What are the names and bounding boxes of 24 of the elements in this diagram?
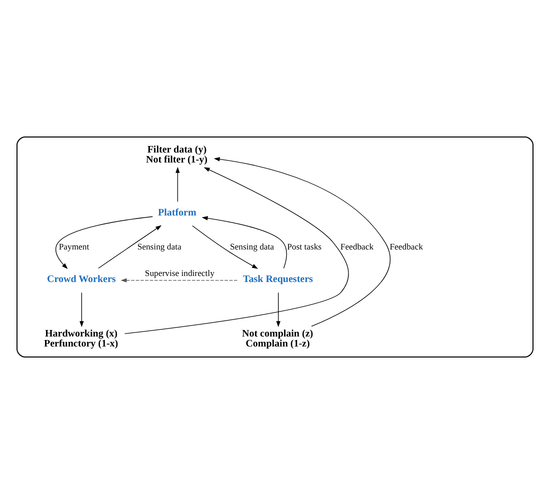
node-text: Not complain (z) Complain (1-z) [242,328,314,350]
edge-label: Sensing data [137,241,182,252]
node-text: Platform [158,207,196,218]
arrow [55,216,153,269]
node-text: Task Requesters [243,274,313,285]
arrow [124,167,349,334]
arrow [202,216,287,269]
arrow [98,225,162,269]
edge-label: Post tasks [287,241,322,252]
edge-label: Feedback [340,241,374,252]
edge-label: Payment [58,241,90,252]
edge-label: Supervise indirectly [144,268,214,278]
node-text: Filter data (y) Not filter (1-y) [146,144,208,166]
cluster [16,136,534,358]
edge-label: Sensing data [230,241,274,252]
node-text: Hardworking (x) Perfunctory (1-x) [44,328,118,350]
arrow [214,157,390,327]
arrow [120,278,238,282]
arrow [80,292,84,328]
arrow [276,292,280,328]
arrow [192,225,258,269]
node-text: Crowd Workers [47,274,116,285]
edge-label: Feedback [390,241,423,252]
arrow [176,166,180,202]
